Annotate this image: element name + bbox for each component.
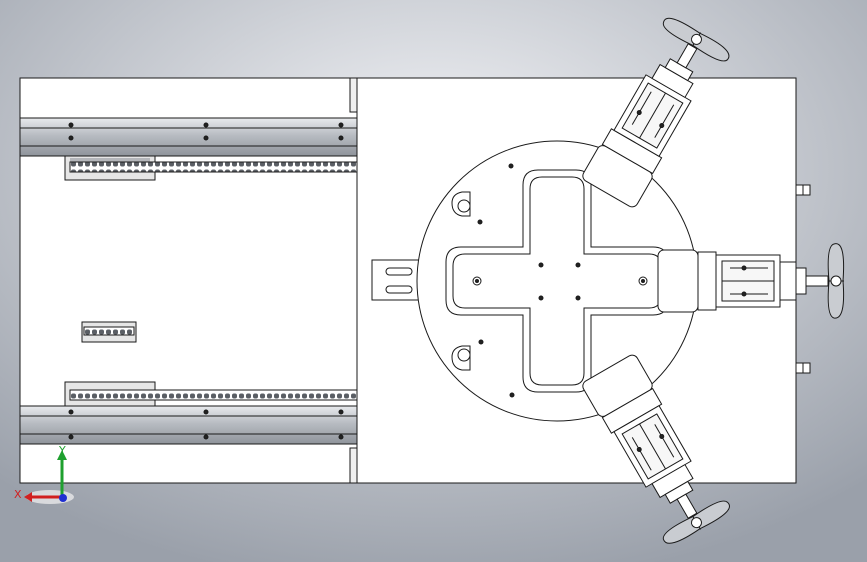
axis-triad[interactable]: Y X (14, 444, 74, 504)
handwheel-bottom[interactable] (660, 497, 732, 548)
split-block-bottom (349, 447, 358, 484)
top-rail[interactable] (19, 117, 358, 157)
y-axis-head (57, 450, 67, 460)
split-block-top (349, 77, 358, 113)
right-connector-top[interactable] (795, 184, 811, 196)
handwheel-top[interactable] (660, 14, 732, 65)
bottom-rail[interactable] (19, 405, 358, 445)
bottom-chain[interactable] (64, 381, 358, 407)
cross-slot-inner (452, 176, 662, 386)
x-axis-label: X (14, 488, 22, 501)
left-bracket[interactable] (371, 259, 421, 301)
top-chain[interactable] (64, 155, 358, 181)
z-axis-dot (59, 494, 67, 502)
clamp-arm-bottom[interactable] (575, 350, 732, 548)
rotary-table[interactable] (416, 140, 698, 422)
handwheel-right[interactable] (827, 243, 845, 319)
clamp-arm-right[interactable] (657, 249, 829, 313)
y-axis-label: Y (58, 444, 66, 457)
right-connector-bottom[interactable] (795, 362, 811, 374)
x-axis-head (24, 492, 32, 502)
clamp-arm-top[interactable] (575, 14, 732, 212)
cross-slot-outer (445, 169, 669, 393)
middle-chain-block[interactable] (81, 321, 137, 343)
